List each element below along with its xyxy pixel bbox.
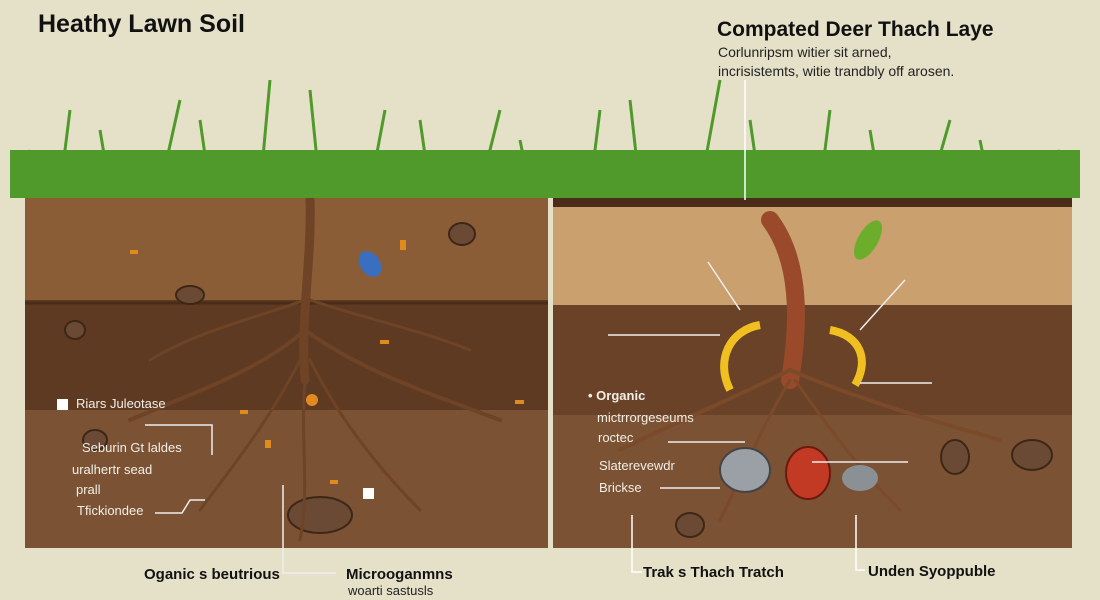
stones bbox=[64, 222, 1053, 538]
left-caption-1: Oganic s beutrious bbox=[144, 566, 280, 583]
marker-square bbox=[363, 488, 374, 499]
right-panel-subtitle-line-2: incrisistemts, witie trandbly off arosen… bbox=[718, 63, 955, 79]
gray-stone bbox=[719, 447, 771, 493]
right-label-4: Slaterevewdr bbox=[599, 458, 675, 473]
right-label-5: Brickse bbox=[599, 480, 642, 495]
left-label-5: Tfickiondee bbox=[77, 503, 144, 518]
blue-grub bbox=[358, 251, 382, 277]
leader-lines bbox=[145, 80, 932, 574]
right-caption-1: Trak s Thach Tratch bbox=[643, 564, 784, 581]
left-label-1: Riars Juleotase bbox=[76, 396, 166, 411]
left-label-3: uralhertr sead bbox=[72, 462, 153, 477]
left-caption-3: woarti sastusls bbox=[348, 583, 434, 598]
right-label-2: mictrrorgeseums bbox=[597, 410, 694, 425]
right-roots bbox=[618, 211, 1002, 522]
grass bbox=[10, 79, 1080, 198]
organic-matter bbox=[130, 240, 524, 484]
gray-pebble bbox=[842, 465, 878, 491]
legend-marker bbox=[57, 399, 68, 410]
red-stone bbox=[785, 446, 831, 500]
left-roots bbox=[128, 195, 502, 542]
right-caption-2: Unden Syoppuble bbox=[868, 563, 996, 580]
left-soil-panel bbox=[25, 195, 548, 548]
left-caption-2: Microoganmns bbox=[346, 566, 453, 583]
right-label-1: • Organic bbox=[588, 388, 646, 403]
left-label-2: Seburin Gt laldes bbox=[82, 440, 182, 455]
right-panel-title: Compated Deer Thach Laye bbox=[717, 18, 994, 41]
right-panel-subtitle-line-1: Corlunripsm witier sit arned, bbox=[718, 44, 892, 60]
left-label-4: prall bbox=[76, 482, 101, 497]
circulation-arrows bbox=[720, 321, 866, 392]
right-label-3: roctec bbox=[598, 430, 634, 445]
right-label-1-text: Organic bbox=[596, 388, 646, 403]
green-grub bbox=[854, 220, 882, 260]
left-panel-title: Heathy Lawn Soil bbox=[38, 10, 245, 38]
